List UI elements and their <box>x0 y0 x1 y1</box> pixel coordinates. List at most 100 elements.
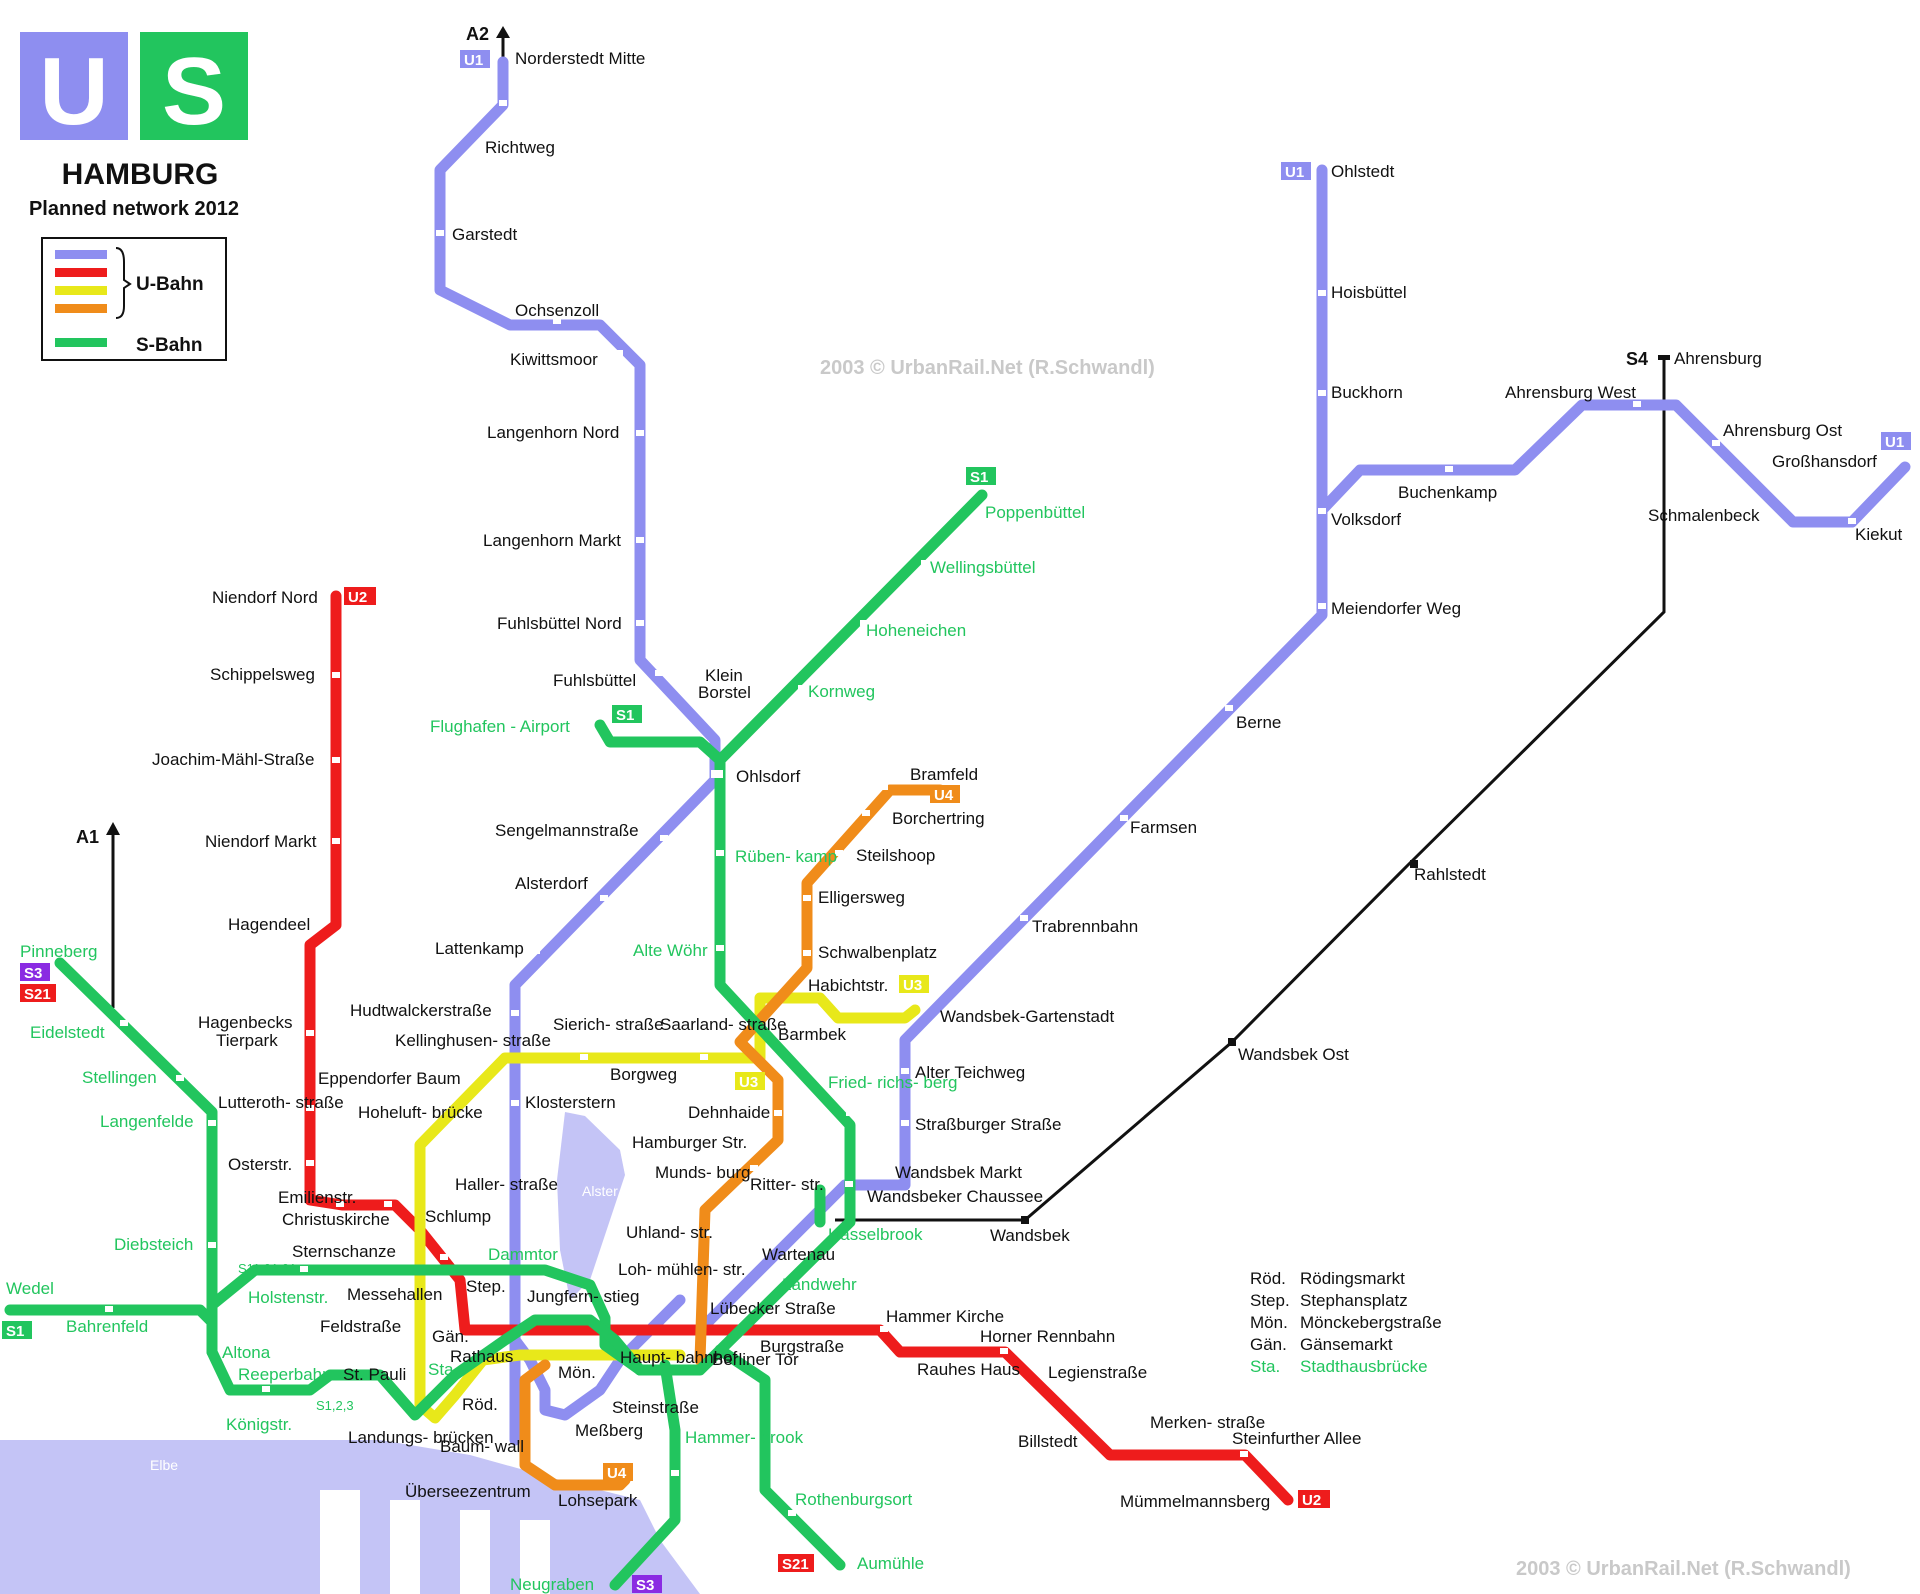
label-baumwall: Baum- wall <box>440 1437 524 1456</box>
abbr-step: Step. <box>1250 1291 1290 1310</box>
label-richtweg: Richtweg <box>485 138 555 157</box>
harbour-basin-2 <box>390 1500 420 1594</box>
badge-a2: A2 <box>466 24 489 44</box>
label-dehnhaide: Dehnhaide <box>688 1103 770 1122</box>
watermark-bottom: 2003 © UrbanRail.Net (R.Schwandl) <box>1516 1558 1851 1580</box>
label-hallerstrasse: Haller- straße <box>455 1175 558 1194</box>
label-langenfelde: Langenfelde <box>100 1112 194 1131</box>
label-fuhlsbuettel-nord: Fuhlsbüttel Nord <box>497 614 622 633</box>
badge-s1-airport: S1 <box>616 707 634 724</box>
label-wandsbeker-chaussee: Wandsbeker Chaussee <box>867 1187 1043 1206</box>
legend: U-Bahn S-Bahn <box>41 237 227 361</box>
abbr-step-full: Stephansplatz <box>1300 1291 1408 1310</box>
label-reeperbahn: Reeperbahn <box>238 1365 332 1384</box>
badge-u1-north-bg <box>460 50 490 68</box>
label-landwehr: Landwehr <box>782 1275 857 1294</box>
label-bahrenfeld: Bahrenfeld <box>66 1317 148 1336</box>
abbr-rod-full: Rödingsmarkt <box>1300 1269 1405 1288</box>
logo-u-letter: U <box>39 38 108 145</box>
a1-arrow <box>106 822 120 835</box>
badge-u4-bramfeld-bg <box>930 785 960 803</box>
u1-north <box>434 56 721 1446</box>
label-habichtstr: Habichtstr. <box>808 976 888 995</box>
label-hagenbecks-1: Hagenbecks <box>198 1013 293 1032</box>
label-messehallen: Messehallen <box>347 1285 442 1304</box>
s1-airport <box>594 719 726 766</box>
label-niendorf-nord: Niendorf Nord <box>212 588 318 607</box>
badge-u3-borgweg: U3 <box>739 1074 758 1091</box>
abbr-gaen-full: Gänsemarkt <box>1300 1335 1393 1354</box>
label-borstel: Borstel <box>698 683 751 702</box>
u3-line <box>414 992 921 1424</box>
label-schlump: Schlump <box>425 1207 491 1226</box>
label-emilienstr: Emilienstr. <box>278 1188 356 1207</box>
label-christuskirche: Christuskirche <box>282 1210 390 1229</box>
label-jungfernstieg: Jungfern- stieg <box>527 1287 639 1306</box>
label-hoisbuettel: Hoisbüttel <box>1331 283 1407 302</box>
label-hagenbecks-2: Tierpark <box>216 1031 278 1050</box>
legend-ubahn-label: U-Bahn <box>136 274 204 295</box>
badge-u4-lohsepark-bg <box>603 1463 633 1481</box>
badge-a1: A1 <box>76 827 99 847</box>
label-osterstr: Osterstr. <box>228 1155 292 1174</box>
label-niendorf-markt: Niendorf Markt <box>205 832 317 851</box>
badge-s21-pinneberg-bg <box>20 984 56 1002</box>
badge-u3-borgweg-bg <box>735 1072 765 1090</box>
u4-branch <box>694 784 946 1366</box>
badge-u1-ohlstedt-bg <box>1281 162 1311 180</box>
label-steinstrasse: Steinstraße <box>612 1398 699 1417</box>
logo: U S HAMBURG Planned network 2012 <box>20 32 248 220</box>
label-aumuehle: Aumühle <box>857 1554 924 1573</box>
label-merkenstrasse: Merken- straße <box>1150 1413 1265 1432</box>
label-ueberseezentrum: Überseezentrum <box>405 1482 531 1501</box>
harbour-basin-4 <box>520 1520 550 1594</box>
label-rahlstedt: Rahlstedt <box>1414 865 1486 884</box>
badge-s3-pinneberg: S3 <box>24 965 42 982</box>
label-volksdorf: Volksdorf <box>1331 510 1401 529</box>
label-alte-woehr: Alte Wöhr <box>633 941 708 960</box>
badge-u2-niendorf: U2 <box>348 589 367 606</box>
label-friedrichsberg: Fried- richs- berg <box>828 1073 957 1092</box>
label-burgstrasse: Burgstraße <box>760 1337 844 1356</box>
label-hoheneichen: Hoheneichen <box>866 621 966 640</box>
label-gaen: Gän. <box>432 1327 469 1346</box>
label-lutterothstrasse: Lutteroth- straße <box>218 1093 344 1112</box>
abbr-gaen: Gän. <box>1250 1335 1287 1354</box>
city-title: HAMBURG <box>62 158 219 191</box>
label-wandsbek: Wandsbek <box>990 1226 1070 1245</box>
label-buckhorn: Buckhorn <box>1331 383 1403 402</box>
badge-u3-habicht-bg <box>899 975 929 993</box>
abbr-sta: Sta. <box>1250 1357 1280 1376</box>
label-messberg: Meßberg <box>575 1421 643 1440</box>
label-pinneberg: Pinneberg <box>20 942 98 961</box>
s-wedel <box>4 1304 218 1328</box>
s-pinneberg <box>54 957 218 1358</box>
legend-swatch-u2 <box>55 268 107 277</box>
label-eppendorfer-baum: Eppendorfer Baum <box>318 1069 461 1088</box>
label-altona: Altona <box>222 1343 271 1362</box>
label-berliner-tor: Berliner Tor <box>712 1350 799 1369</box>
label-hammerbrook: Hammer- brook <box>685 1428 804 1447</box>
label-schmalenbeck: Schmalenbeck <box>1648 506 1760 525</box>
label-joachim-maehl: Joachim-Mähl-Straße <box>152 750 315 769</box>
watermark-top: 2003 © UrbanRail.Net (R.Schwandl) <box>820 357 1155 379</box>
label-hauptbahnhof: Haupt- bahnhof <box>620 1348 737 1367</box>
label-sta: Sta. <box>428 1360 458 1379</box>
label-steinfurther-allee: Steinfurther Allee <box>1232 1429 1361 1448</box>
label-luebecker-strasse: Lübecker Straße <box>710 1299 836 1318</box>
label-s11-21-31: S11,21,31 <box>238 1261 296 1276</box>
harbour-basin-3 <box>460 1510 490 1594</box>
label-meiendorfer-weg: Meiendorfer Weg <box>1331 599 1461 618</box>
label-ruebenkamp: Rüben- kamp <box>735 847 837 866</box>
label-holstenstr: Holstenstr. <box>248 1288 328 1307</box>
label-schippelsweg: Schippelsweg <box>210 665 315 684</box>
label-langenhorn-markt: Langenhorn Markt <box>483 531 621 550</box>
station-markers <box>105 100 1856 1516</box>
label-hamburger-str: Hamburger Str. <box>632 1133 747 1152</box>
badge-s1-poppenbuettel-bg <box>966 467 996 485</box>
abbreviation-key: Röd. Rödingsmarkt Step. Stephansplatz Mö… <box>1250 1269 1442 1376</box>
badge-u1-ohlstedt: U1 <box>1285 164 1304 181</box>
label-ahrensburg: Ahrensburg <box>1674 349 1762 368</box>
s4-line <box>835 360 1666 1222</box>
badge-u2-muemmel-bg <box>1298 1490 1330 1508</box>
